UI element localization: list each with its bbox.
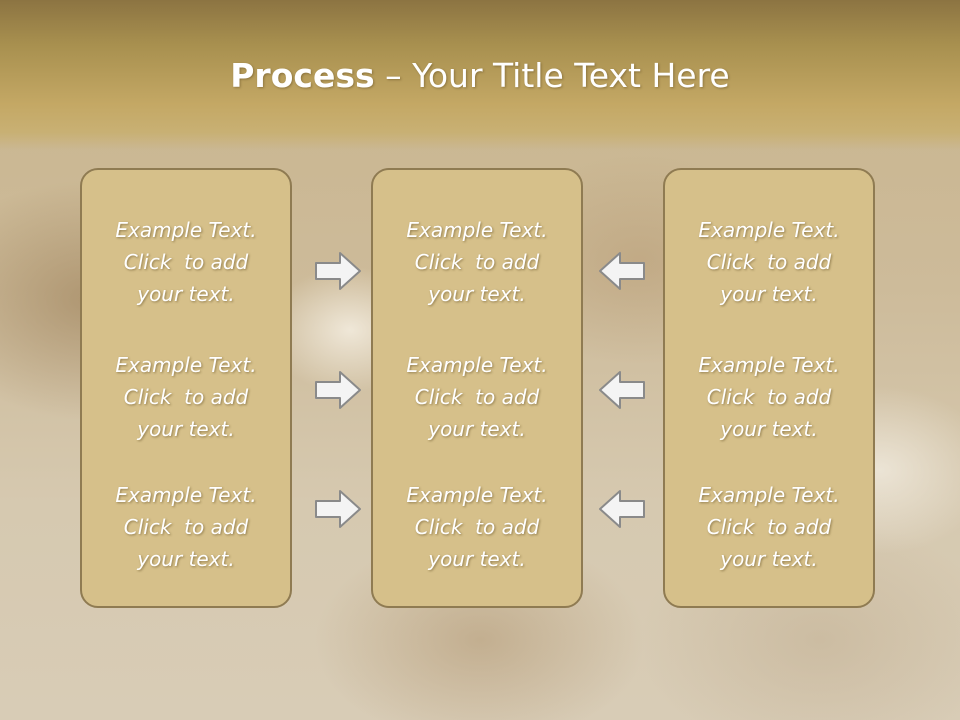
left-arrow-icon[interactable] [598,251,646,291]
text-line: Example Text. [115,483,257,507]
text-line: your text. [720,547,818,571]
right-arrow-icon[interactable] [314,489,362,529]
text-line: Example Text. [115,218,257,242]
text-line: your text. [428,547,526,571]
text-line: Click to add [414,515,540,539]
process-panel-left[interactable]: Example Text. Click to add your text. Ex… [80,168,292,608]
text-line: Click to add [123,250,249,274]
text-line: your text. [720,282,818,306]
text-line: Click to add [706,515,832,539]
text-placeholder[interactable]: Example Text. Click to add your text. [665,214,873,310]
left-arrow-icon[interactable] [598,489,646,529]
text-line: Example Text. [406,353,548,377]
text-placeholder[interactable]: Example Text. Click to add your text. [82,479,290,575]
text-line: Click to add [123,515,249,539]
text-line: your text. [137,417,235,441]
text-line: your text. [137,282,235,306]
text-placeholder[interactable]: Example Text. Click to add your text. [665,349,873,445]
text-placeholder[interactable]: Example Text. Click to add your text. [82,349,290,445]
text-line: Example Text. [115,353,257,377]
right-arrow-icon[interactable] [314,251,362,291]
text-line: Click to add [706,385,832,409]
slide-title[interactable]: Process – Your Title Text Here [0,54,960,98]
text-placeholder[interactable]: Example Text. Click to add your text. [82,214,290,310]
right-arrow-icon[interactable] [314,370,362,410]
text-line: Click to add [706,250,832,274]
text-line: Click to add [414,385,540,409]
text-line: your text. [428,282,526,306]
text-line: Example Text. [406,218,548,242]
text-line: Example Text. [698,483,840,507]
text-placeholder[interactable]: Example Text. Click to add your text. [665,479,873,575]
text-line: your text. [428,417,526,441]
text-line: Example Text. [406,483,548,507]
text-line: Example Text. [698,218,840,242]
text-line: Click to add [414,250,540,274]
text-line: Example Text. [698,353,840,377]
title-rest: – Your Title Text Here [374,56,730,95]
text-placeholder[interactable]: Example Text. Click to add your text. [373,349,581,445]
text-line: your text. [720,417,818,441]
process-panel-center[interactable]: Example Text. Click to add your text. Ex… [371,168,583,608]
title-bold: Process [230,56,375,95]
text-line: Click to add [123,385,249,409]
left-arrow-icon[interactable] [598,370,646,410]
header-band [0,0,960,150]
text-placeholder[interactable]: Example Text. Click to add your text. [373,214,581,310]
text-placeholder[interactable]: Example Text. Click to add your text. [373,479,581,575]
text-line: your text. [137,547,235,571]
process-panel-right[interactable]: Example Text. Click to add your text. Ex… [663,168,875,608]
